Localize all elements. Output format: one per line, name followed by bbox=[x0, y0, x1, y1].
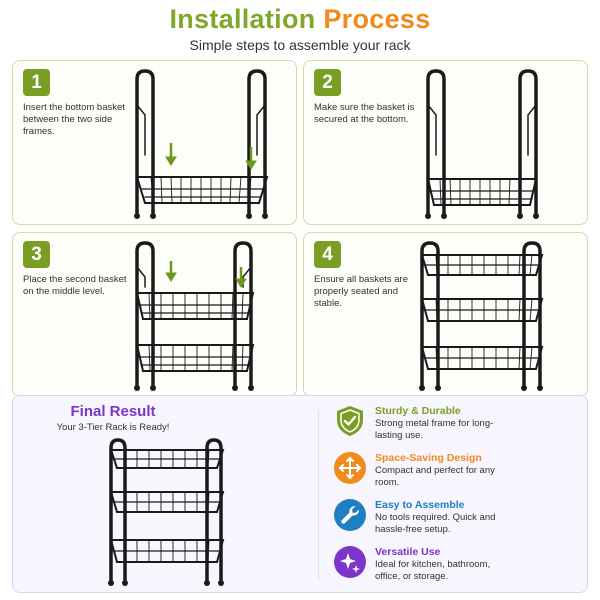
step-card-2: 2 Make sure the basket is secured at the… bbox=[303, 60, 588, 225]
arrows-expand-icon bbox=[334, 452, 366, 484]
rack-three-tier-illustration bbox=[419, 241, 544, 391]
wrench-icon bbox=[334, 499, 366, 531]
step-description: Ensure all baskets are properly seated a… bbox=[314, 274, 408, 309]
page-title: Installation Process bbox=[0, 4, 600, 35]
title-word-process: Process bbox=[323, 4, 431, 34]
green-arrow-icon bbox=[165, 261, 247, 288]
feature-title: Versatile Use bbox=[375, 546, 441, 558]
title-word-installation: Installation bbox=[169, 4, 316, 34]
feature-description: Compact and perfect for any room. bbox=[375, 465, 495, 488]
rack-bottom-basket-illustration bbox=[134, 69, 269, 219]
step-description: Place the second basket on the middle le… bbox=[23, 274, 127, 297]
step-number-badge: 3 bbox=[23, 241, 50, 268]
step-description: Insert the bottom basket between the two… bbox=[23, 102, 125, 137]
shield-check-icon bbox=[337, 406, 363, 436]
feature-description: Ideal for kitchen, bathroom, office, or … bbox=[375, 559, 491, 582]
step-number-badge: 2 bbox=[314, 69, 341, 96]
panel-divider bbox=[318, 410, 319, 580]
feature-title: Sturdy & Durable bbox=[375, 405, 461, 417]
green-arrow-icon bbox=[165, 143, 257, 170]
feature-title: Easy to Assemble bbox=[375, 499, 465, 511]
step-card-1: 1 Insert the bottom basket between the t… bbox=[12, 60, 297, 225]
feature-sturdy-durable: Sturdy & Durable Strong metal frame for … bbox=[333, 404, 573, 448]
rack-secured-basket-illustration bbox=[425, 69, 539, 219]
feature-title: Space-Saving Design bbox=[375, 452, 482, 464]
feature-description: No tools required. Quick and hassle-free… bbox=[375, 512, 496, 535]
page-subtitle: Simple steps to assemble your rack bbox=[189, 37, 411, 53]
feature-versatile-use: Versatile Use Ideal for kitchen, bathroo… bbox=[333, 545, 573, 589]
final-result-title: Final Result bbox=[70, 403, 156, 420]
step-description: Make sure the basket is secured at the b… bbox=[314, 102, 415, 125]
step-card-3: 3 Place the second basket on the middle … bbox=[12, 232, 297, 397]
feature-easy-assemble: Easy to Assemble No tools required. Quic… bbox=[333, 498, 573, 542]
rack-middle-basket-illustration bbox=[134, 241, 255, 391]
sparkles-icon bbox=[334, 546, 366, 578]
step-number-badge: 4 bbox=[314, 241, 341, 268]
feature-description: Strong metal frame for long-lasting use. bbox=[375, 418, 494, 441]
feature-space-saving: Space-Saving Design Compact and perfect … bbox=[333, 451, 573, 495]
final-result-subtitle: Your 3-Tier Rack is Ready! bbox=[56, 422, 170, 433]
final-result-panel: Final Result Your 3-Tier Rack is Ready! bbox=[12, 395, 588, 593]
finished-rack-illustration bbox=[108, 438, 225, 586]
step-number-badge: 1 bbox=[23, 69, 50, 96]
step-card-4: 4 Ensure all baskets are properly seated… bbox=[303, 232, 588, 397]
